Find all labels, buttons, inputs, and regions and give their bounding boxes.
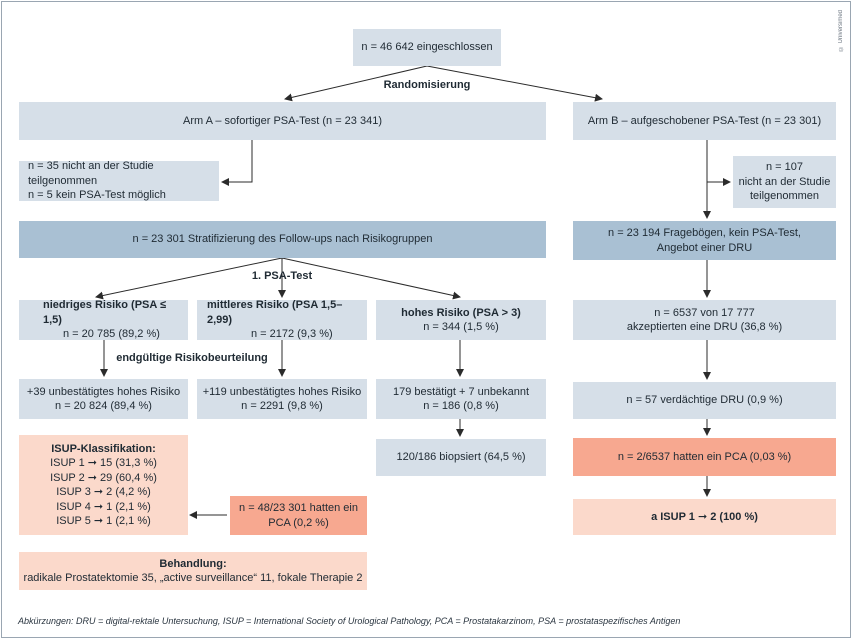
- low-risk-title: niedriges Risiko (PSA ≤ 1,5): [43, 299, 166, 326]
- isup-row: ISUP 1 ➞ 15 (31,3 %): [50, 457, 157, 469]
- dre-accepted-line1: n = 6537 von 17 777: [654, 306, 755, 319]
- arm-a-box: Arm A – sofortiger PSA-Test (n = 23 341): [19, 102, 546, 140]
- randomization-label: Randomisierung: [383, 79, 471, 91]
- excluded-b-box: n = 107 nicht an der Studie teilgenommen: [733, 156, 836, 208]
- isup-row: ISUP 3 ➞ 2 (4,2 %): [56, 486, 151, 498]
- pca-arm-a-box: n = 48/23 301 hatten ein PCA (0,2 %): [230, 496, 367, 535]
- isup-arm-b-box: a ISUP 1 ➞ 2 (100 %): [573, 499, 836, 535]
- medium-final-box: +119 unbestätigtes hohes Risiko n = 2291…: [197, 379, 367, 419]
- excluded-b-line3: teilgenommen: [749, 190, 820, 203]
- biopsied-box: 120/186 biopsiert (64,5 %): [376, 439, 546, 476]
- medium-final-line2: n = 2291 (9,8 %): [241, 400, 323, 412]
- high-risk-box: hohes Risiko (PSA > 3) n = 344 (1,5 %): [376, 300, 546, 340]
- suspicious-dre-text: n = 57 verdächtige DRU (0,9 %): [626, 394, 783, 407]
- isup-classification-box: ISUP-Klassifikation: ISUP 1 ➞ 15 (31,3 %…: [19, 435, 188, 535]
- pca-arm-a-line1: n = 48/23 301 hatten ein: [239, 502, 358, 514]
- suspicious-dre-box: n = 57 verdächtige DRU (0,9 %): [573, 382, 836, 419]
- medium-risk-box: mittleres Risiko (PSA 1,5–2,99) n = 2172…: [197, 299, 367, 341]
- questionnaire-line2: Angebot einer DRU: [656, 241, 753, 254]
- treatment-box: Behandlung: radikale Prostatektomie 35, …: [19, 552, 367, 590]
- treatment-text: radikale Prostatektomie 35, „active surv…: [23, 572, 363, 584]
- dre-accepted-line2: akzeptierten eine DRU (36,8 %): [626, 321, 783, 333]
- excluded-b-line2: nicht an der Studie: [738, 175, 831, 188]
- excluded-a-box: n = 35 nicht an der Studie teilgenommen …: [19, 160, 219, 202]
- dre-accepted-box: n = 6537 von 17 777 akzeptierten eine DR…: [573, 300, 836, 340]
- arm-a-text: Arm A – sofortiger PSA-Test (n = 23 341): [182, 114, 382, 127]
- excluded-a-line1: n = 35 nicht an der Studie teilgenommen: [28, 160, 154, 187]
- pca-arm-b-text: n = 2/6537 hatten ein PCA (0,03 %): [617, 450, 792, 463]
- arm-b-box: Arm B – aufgeschobener PSA-Test (n = 23 …: [573, 102, 836, 140]
- isup-title: ISUP-Klassifikation:: [51, 442, 156, 455]
- high-final-box: 179 bestätigt + 7 unbekannt n = 186 (0,8…: [376, 379, 546, 419]
- stratification-text: n = 23 301 Stratifizierung des Follow-up…: [132, 233, 433, 246]
- high-risk-title: hohes Risiko (PSA > 3): [401, 306, 521, 319]
- isup-row: ISUP 2 ➞ 29 (60,4 %): [50, 471, 157, 484]
- isup-arm-b-text: a ISUP 1 ➞ 2 (100 %): [651, 510, 758, 523]
- isup-row: ISUP 5 ➞ 1 (2,1 %): [56, 515, 151, 527]
- excluded-a-line2: n = 5 kein PSA-Test möglich: [28, 189, 166, 202]
- high-risk-n: n = 344 (1,5 %): [423, 321, 499, 333]
- medium-risk-n: n = 2172 (9,3 %): [251, 328, 333, 341]
- abbreviations-footnote: Abkürzungen: DRU = digital-rektale Unter…: [18, 616, 681, 626]
- questionnaire-line1: n = 23 194 Fragebögen, kein PSA-Test,: [608, 227, 801, 239]
- medium-final-line1: +119 unbestätigtes hohes Risiko: [202, 385, 362, 398]
- isup-row: ISUP 4 ➞ 1 (2,1 %): [56, 500, 151, 513]
- low-final-box: +39 unbestätigtes hohes Risiko n = 20 82…: [19, 379, 188, 419]
- questionnaire-box: n = 23 194 Fragebögen, kein PSA-Test, An…: [573, 221, 836, 260]
- low-risk-box: niedriges Risiko (PSA ≤ 1,5) n = 20 785 …: [19, 299, 188, 341]
- enrolled-box: n = 46 642 eingeschlossen: [353, 29, 501, 66]
- low-risk-n: n = 20 785 (89,2 %): [63, 328, 160, 341]
- medium-risk-title: mittleres Risiko (PSA 1,5–2,99): [207, 299, 343, 326]
- pca-arm-a-line2: PCA (0,2 %): [268, 516, 329, 529]
- final-assessment-label: endgültige Risikobeurteilung: [116, 352, 268, 364]
- treatment-title: Behandlung:: [159, 557, 227, 570]
- enrolled-text: n = 46 642 eingeschlossen: [361, 41, 493, 54]
- excluded-b-line1: n = 107: [765, 161, 803, 174]
- low-final-line2: n = 20 824 (89,4 %): [55, 400, 152, 412]
- high-final-line2: n = 186 (0,8 %): [423, 400, 499, 412]
- arm-b-text: Arm B – aufgeschobener PSA-Test (n = 23 …: [587, 114, 822, 127]
- pca-arm-b-box: n = 2/6537 hatten ein PCA (0,03 %): [573, 438, 836, 476]
- stratification-box: n = 23 301 Stratifizierung des Follow-up…: [19, 221, 546, 258]
- biopsied-text: 120/186 biopsiert (64,5 %): [396, 451, 526, 464]
- low-final-line1: +39 unbestätigtes hohes Risiko: [26, 385, 181, 398]
- first-psa-label: 1. PSA-Test: [251, 270, 313, 282]
- high-final-line1: 179 bestätigt + 7 unbekannt: [392, 385, 530, 398]
